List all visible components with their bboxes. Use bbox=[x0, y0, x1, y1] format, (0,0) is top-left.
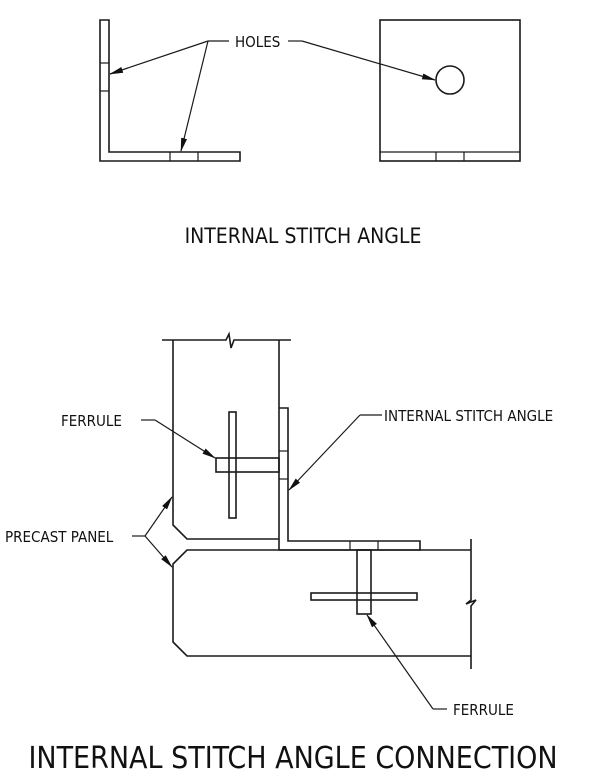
leaders bbox=[132, 414, 447, 710]
top-title: INTERNAL STITCH ANGLE bbox=[185, 224, 422, 248]
bottom-title: INTERNAL STITCH ANGLE CONNECTION bbox=[28, 741, 557, 776]
stitch-angle bbox=[279, 407, 421, 551]
angle-side-view bbox=[99, 19, 241, 162]
holes-leaders bbox=[109, 40, 436, 152]
lower-ferrule bbox=[310, 549, 418, 615]
upper-ferrule bbox=[215, 411, 280, 519]
angle-face-view bbox=[379, 19, 521, 162]
precast-panel-label: PRECAST PANEL bbox=[5, 528, 114, 546]
hole-circle bbox=[435, 65, 465, 95]
ferrule-upper-label: FERRULE bbox=[61, 412, 122, 430]
upper-precast-panel bbox=[162, 331, 291, 550]
lower-precast-panel bbox=[172, 539, 477, 669]
ferrule-lower-label: FERRULE bbox=[453, 701, 514, 719]
internal-stitch-angle-label: INTERNAL STITCH ANGLE bbox=[384, 407, 553, 425]
holes-label: HOLES bbox=[235, 33, 280, 51]
